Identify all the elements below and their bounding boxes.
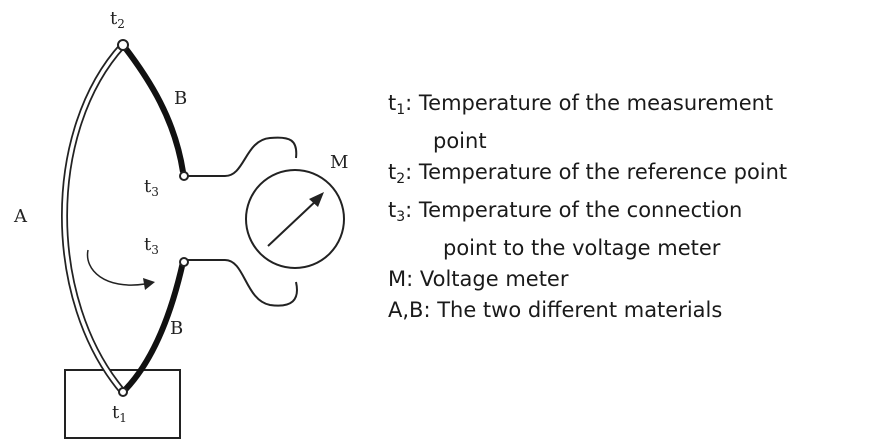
wire-a — [61, 42, 126, 395]
voltage-meter — [245, 169, 345, 269]
wire-b-lower — [120, 261, 186, 395]
measurement-junction-box — [64, 369, 181, 439]
label-a: A — [13, 206, 28, 227]
junction-t2 — [117, 39, 129, 51]
legend-item-m: M: Voltage meter — [388, 267, 569, 291]
meter-needle — [267, 198, 319, 247]
wire-b-upper — [120, 43, 186, 173]
meter-lead-upper — [187, 136, 298, 177]
label-b-upper: B — [174, 88, 187, 109]
legend-item-t3: t3: Temperature of the connection — [388, 198, 743, 225]
label-t3-lower: t3 — [144, 234, 159, 257]
current-arrow-head — [143, 278, 155, 290]
legend-item-ab: A,B: The two different materials — [388, 298, 723, 322]
label-b-lower: B — [170, 318, 183, 339]
label-t3-upper: t3 — [144, 176, 159, 199]
label-t1: t1 — [112, 402, 127, 425]
legend-item-t2: t2: Temperature of the reference point — [388, 160, 788, 187]
current-direction-arrow — [86, 249, 146, 286]
legend-item-t1: t1: Temperature of the measurement — [388, 91, 774, 118]
meter-needle-head — [309, 192, 324, 207]
legend-item-t3-cont: point to the voltage meter — [443, 236, 721, 260]
junction-t3-upper — [179, 171, 189, 181]
meter-lead-lower — [187, 259, 298, 307]
junction-t3-lower — [179, 257, 189, 267]
label-m: M — [330, 152, 348, 173]
label-t2: t2 — [110, 8, 125, 31]
legend-item-t1-cont: point — [433, 129, 487, 153]
thermocouple-diagram: t2 B t3 A t3 M B t1 — [13, 8, 348, 439]
junction-t1 — [118, 387, 128, 397]
legend: t1: Temperature of the measurement point… — [388, 88, 858, 326]
